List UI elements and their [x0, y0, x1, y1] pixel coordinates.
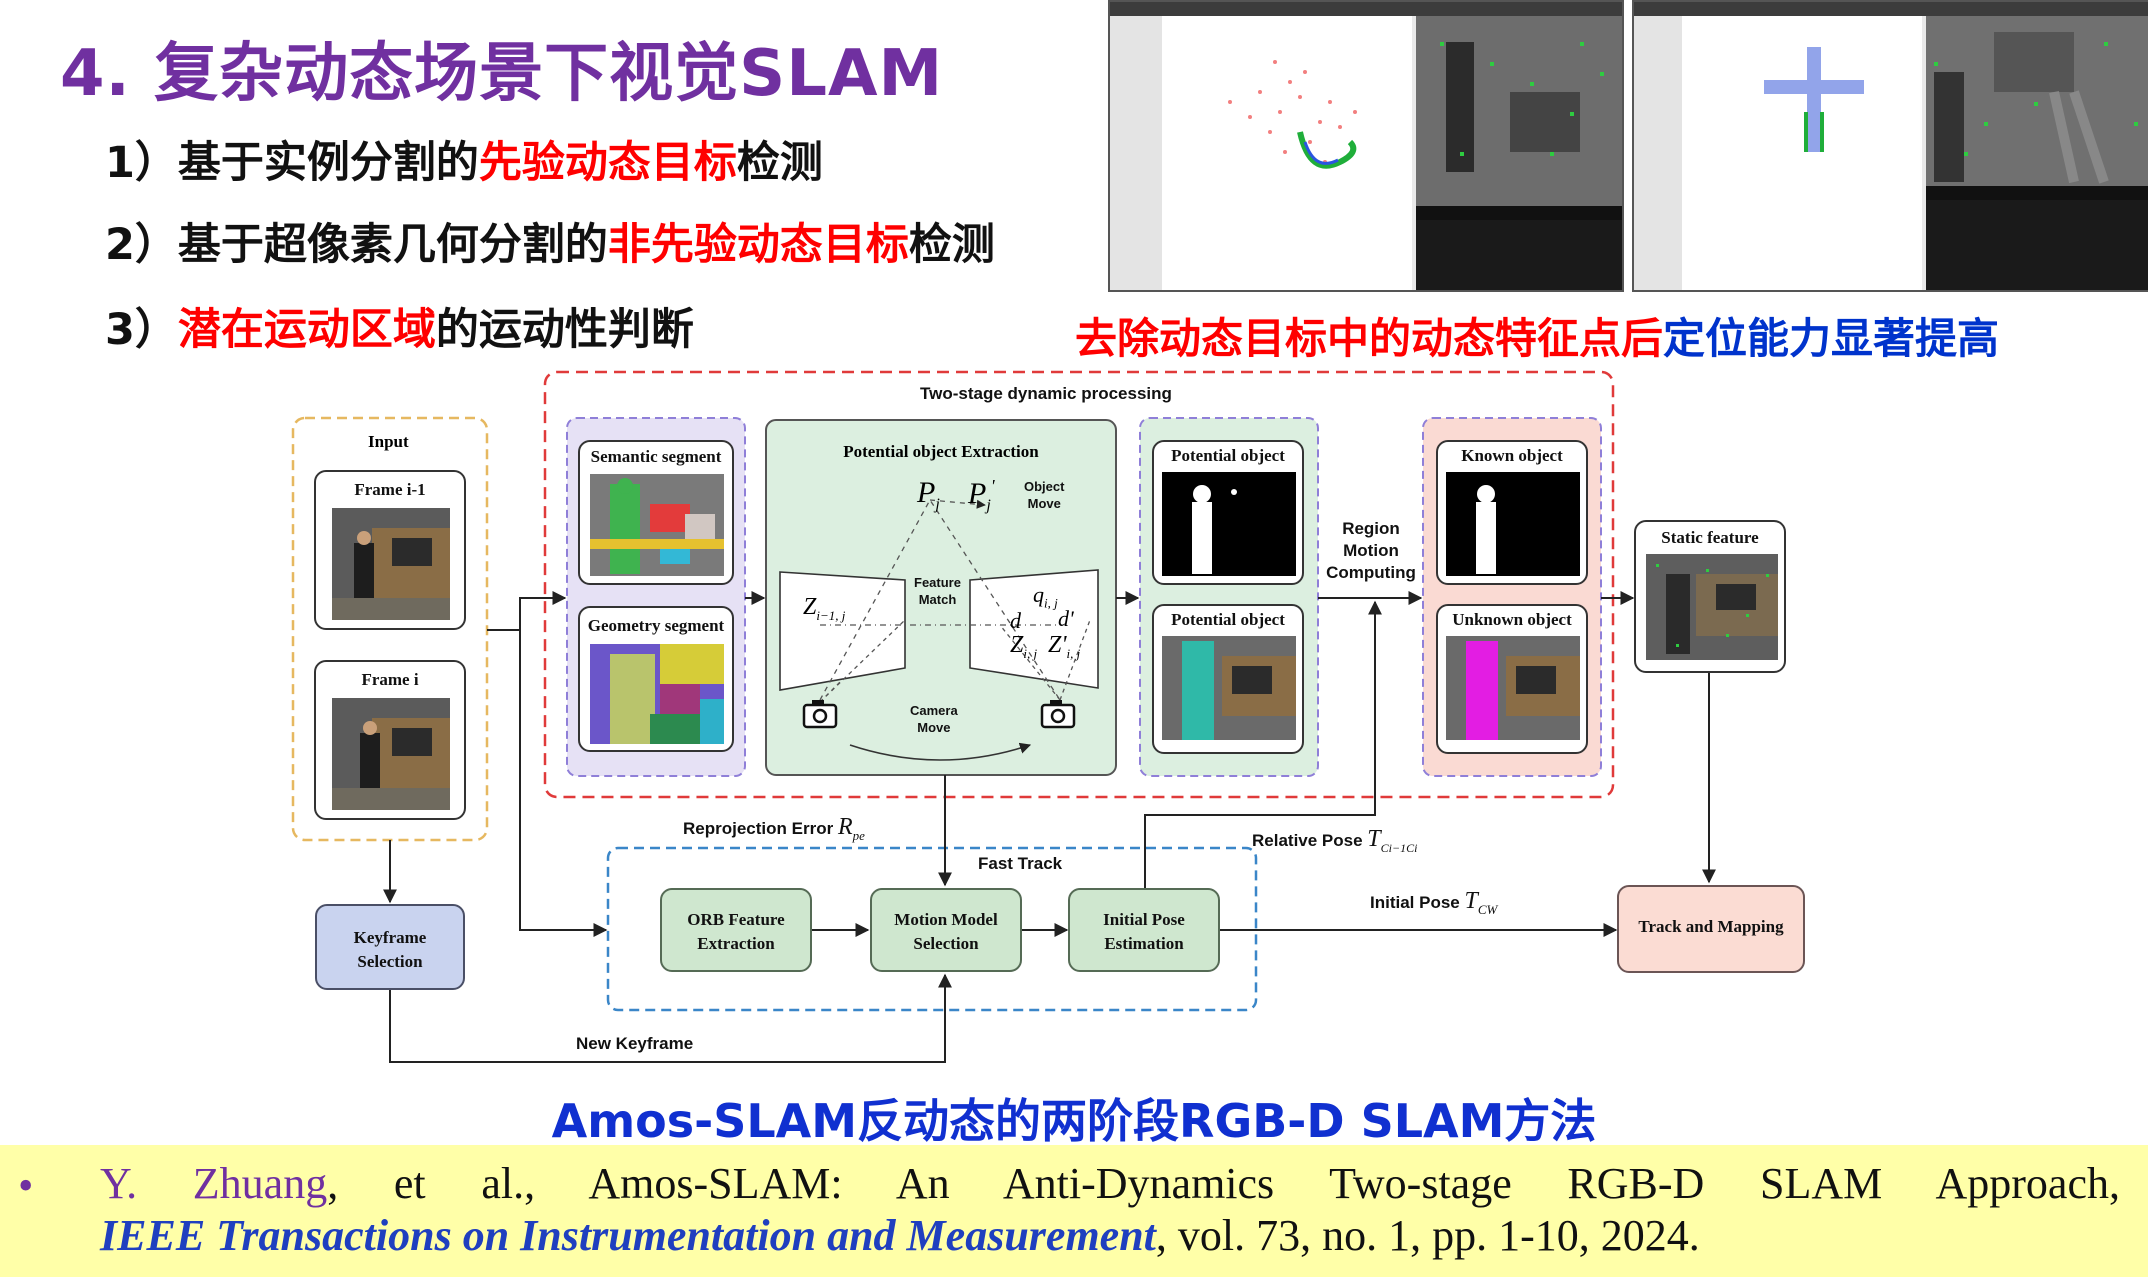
bullet-1: 1）基于实例分割的先验动态目标检测 — [105, 128, 823, 190]
known-object-box: Known object — [1436, 440, 1588, 585]
initial-pose-label: Initial Pose TCW — [1370, 888, 1498, 917]
static-feature-image — [1646, 554, 1778, 660]
reprojection-error-label: Reprojection Error Rpe — [683, 814, 865, 843]
input-label: Input — [368, 432, 409, 451]
bullet-2-highlight: 非先验动态目标 — [607, 220, 909, 270]
camera-icon-left — [802, 700, 838, 729]
math-z-cur-prime: Z'i, j — [1048, 632, 1081, 661]
relative-pose-label: Relative Pose TCi−1Ci — [1252, 826, 1418, 855]
slide-title: 4. 复杂动态场景下视觉SLAM — [60, 37, 944, 111]
tc-symbol: TCi−1Ci — [1367, 826, 1418, 855]
bullet-1-prefix: 1）基于实例分割的 — [105, 138, 479, 188]
slam-screenshot-after-graphic — [1634, 2, 2148, 290]
unknown-object-box: Unknown object — [1436, 604, 1588, 754]
potential-object-label-1: Potential object — [1171, 446, 1285, 465]
math-z-prev: Zi−1, j — [803, 594, 846, 623]
semantic-segment-box: Semantic segment — [578, 440, 734, 585]
result-caption: 去除动态目标中的动态特征点后定位能力显著提高 — [1075, 305, 1999, 366]
math-pj: Pj — [917, 476, 940, 513]
slam-screenshot-after — [1632, 0, 2148, 292]
math-d: d — [1010, 608, 1021, 633]
potential-object-label-2: Potential object — [1171, 610, 1285, 629]
potential-object-box-2: Potential object — [1152, 604, 1304, 754]
camera-icon-right — [1040, 700, 1076, 729]
reference-bar — [0, 1145, 2148, 1277]
geometry-segment-label: Geometry segment — [587, 616, 725, 635]
potential-extraction-label: Potential object Extraction — [843, 442, 1039, 461]
bullet-3-suffix: 的运动性判断 — [435, 305, 694, 355]
bullet-1-highlight: 先验动态目标 — [478, 138, 737, 188]
bullet-2-suffix: 检测 — [908, 220, 995, 270]
bullet-2: 2）基于超像素几何分割的非先验动态目标检测 — [105, 210, 995, 272]
known-object-mask — [1446, 472, 1580, 576]
reference-journal: IEEE Transactions on Instrumentation and… — [100, 1211, 1156, 1260]
fast-track-label: Fast Track — [978, 854, 1063, 873]
rpe-symbol: Rpe — [837, 814, 865, 843]
result-caption-red: 去除动态目标中的动态特征点后 — [1075, 314, 1664, 363]
math-z-cur: Zi, j — [1010, 632, 1038, 661]
frame-prev-label: Frame i-1 — [354, 480, 426, 499]
static-feature-box: Static feature — [1634, 520, 1786, 673]
potential-object-image — [1162, 636, 1296, 740]
bullet-1-suffix: 检测 — [736, 138, 823, 188]
bullet-3: 3）潜在运动区域的运动性判断 — [105, 295, 694, 357]
reference-tail: , vol. 73, no. 1, pp. 1-10, 2024. — [1155, 1211, 1700, 1260]
tcw-symbol: TCW — [1464, 888, 1498, 917]
result-caption-blue: 定位能力显著提高 — [1663, 314, 2000, 363]
math-q: qi, j — [1033, 582, 1058, 611]
potential-object-mask — [1162, 472, 1296, 576]
reference-bullet: • — [18, 1161, 34, 1210]
bullet-3-prefix: 3） — [105, 305, 178, 355]
frame-prev-box: Frame i-1 — [314, 470, 466, 630]
track-mapping-label: Track and Mapping — [1638, 917, 1784, 936]
frame-prev-image — [332, 508, 450, 620]
bullet-2-prefix: 2）基于超像素几何分割的 — [105, 220, 608, 270]
semantic-segment-label: Semantic segment — [590, 447, 722, 466]
known-object-label: Known object — [1461, 446, 1563, 465]
reference-text: Y. Zhuang, et al., Amos-SLAM: An Anti-Dy… — [100, 1158, 2120, 1262]
geometry-segment-image — [590, 644, 724, 744]
semantic-segment-image — [590, 474, 724, 576]
slam-screenshot-before-graphic — [1110, 2, 1622, 290]
frame-cur-image — [332, 698, 450, 810]
geometry-segment-box: Geometry segment — [578, 606, 734, 752]
unknown-object-label: Unknown object — [1452, 610, 1572, 629]
frame-cur-label: Frame i — [361, 670, 419, 689]
method-caption: Amos-SLAM反动态的两阶段RGB-D SLAM方法 — [551, 1094, 1597, 1148]
slam-screenshot-before — [1108, 0, 1624, 292]
math-d-prime: d' — [1058, 606, 1074, 631]
math-pj-prime: Pj' — [968, 476, 995, 514]
potential-object-box-1: Potential object — [1152, 440, 1304, 585]
new-keyframe-label: New Keyframe — [576, 1034, 694, 1053]
unknown-object-image — [1446, 636, 1580, 740]
static-feature-label: Static feature — [1661, 528, 1759, 547]
reference-rest: , et al., Amos-SLAM: An Anti-Dynamics Tw… — [327, 1159, 2120, 1208]
frame-cur-box: Frame i — [314, 660, 466, 820]
track-mapping-box: Track and Mapping — [1617, 885, 1805, 973]
bullet-3-highlight: 潜在运动区域 — [177, 305, 436, 355]
reference-author: Y. Zhuang — [100, 1159, 328, 1208]
two-stage-label: Two-stage dynamic processing — [920, 384, 1172, 403]
